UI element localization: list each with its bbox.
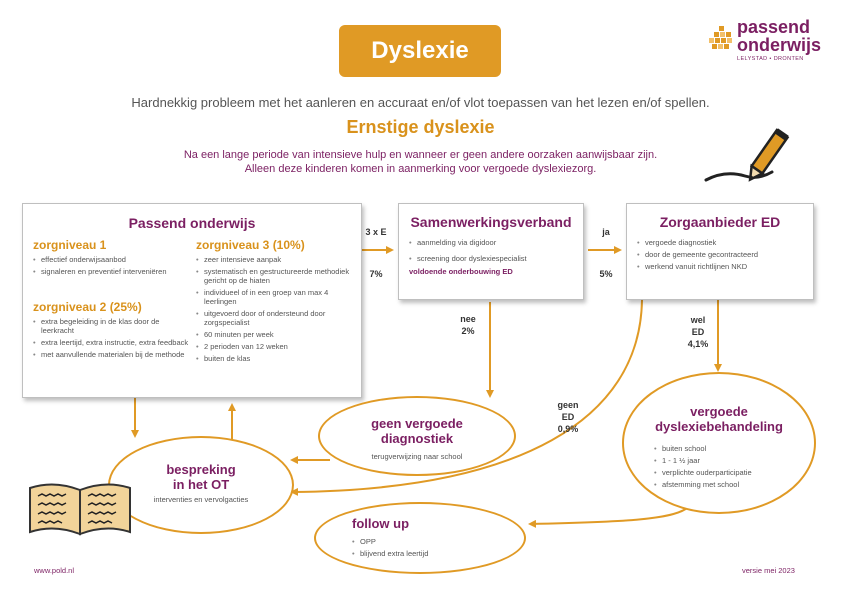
zorgniveau-3-list: zeer intensieve aanpak systematisch en g… [196, 255, 356, 363]
edge-label-line: geen [557, 400, 579, 410]
edge-label-line: nee [460, 314, 476, 324]
logo-text: onderwijs [737, 35, 822, 55]
edge-label-ja: ja [602, 227, 610, 237]
edge-label-7pct: 7% [369, 269, 383, 279]
zorgniveau-3: zorgniveau 3 (10%) zeer intensieve aanpa… [196, 238, 356, 366]
swv-list: aanmelding via digidoor screening door d… [409, 238, 583, 263]
list-item: 60 minuten per week [196, 330, 356, 339]
list-item: buiten de klas [196, 354, 356, 363]
node-title: follow up [352, 516, 410, 531]
fu-list: OPP blijvend extra leertijd [352, 537, 524, 558]
list-item: zeer intensieve aanpak [196, 255, 356, 264]
edge-label-3xe: 3 x E [365, 227, 387, 237]
list-item: blijvend extra leertijd [352, 549, 524, 558]
intro-text: Hardnekkig probleem met het aanleren en … [131, 95, 710, 110]
node-title: diagnostiek [380, 431, 454, 446]
list-item: afstemming met school [654, 480, 814, 489]
list-item: buiten school [654, 444, 814, 453]
passend-title: Passend onderwijs [128, 215, 256, 231]
bespreking-ot-node: bespreking in het OT interventies en ver… [108, 436, 294, 534]
zorgniveau-1-list: effectief onderwijsaanbod signaleren en … [33, 255, 191, 276]
edge-label-line: wel [690, 315, 706, 325]
node-subtext: terugverwijzing naar school [371, 452, 463, 461]
swv-title: Samenwerkingsverband [410, 214, 572, 230]
page-title: Dyslexie [339, 25, 501, 77]
zorgniveau-3-title: zorgniveau 3 (10%) [196, 238, 305, 252]
footer-url[interactable]: www.pold.nl [34, 566, 75, 575]
description: Na een lange periode van intensieve hulp… [0, 148, 841, 176]
list-item: 2 perioden van 12 weken [196, 342, 356, 351]
edge-label-line: ED [691, 327, 705, 337]
logo-subtext: LELYSTAD • DRONTEN [737, 56, 804, 62]
list-item: individueel of in een groep van max 4 le… [196, 288, 356, 306]
list-item: extra leertijd, extra instructie, extra … [33, 338, 191, 347]
list-item: systematisch en gestructureerde methodie… [196, 267, 356, 285]
edge-label-wel-ed: wel ED 4,1% [678, 314, 718, 350]
follow-up-node: follow up OPP blijvend extra leertijd [314, 502, 526, 574]
list-item: werkend vanuit richtlijnen NKD [637, 262, 813, 271]
subtitle: Ernstige dyslexie [346, 117, 495, 137]
list-item: 1 - 1 ½ jaar [654, 456, 814, 465]
description-line: Alleen deze kinderen komen in aanmerking… [244, 163, 597, 175]
logo-text: passend [737, 17, 811, 37]
node-title: bespreking [166, 462, 236, 477]
list-item: effectief onderwijsaanbod [33, 255, 191, 264]
edge-label-geen-ed: geen ED 0,9% [548, 399, 588, 435]
samenwerkingsverband-box: Samenwerkingsverband aanmelding via digi… [398, 203, 584, 300]
list-item: aanmelding via digidoor [409, 238, 583, 247]
footer-version: versie mei 2023 [742, 566, 795, 575]
list-item: OPP [352, 537, 524, 546]
node-subtext: interventies en vervolgacties [153, 495, 249, 504]
geen-vergoede-diagnostiek-node: geen vergoede diagnostiek terugverwijzin… [318, 396, 516, 476]
edge-label-line: ED [561, 412, 575, 422]
node-title: dyslexiebehandeling [655, 419, 783, 434]
passend-onderwijs-box: Passend onderwijs zorgniveau 1 effectief… [22, 203, 362, 398]
edge-label-5pct: 5% [599, 269, 613, 279]
edge-label-line: 0,9% [557, 424, 579, 434]
list-item: screening door dyslexiespecialist [409, 254, 583, 263]
zorgniveau-2-list: extra begeleiding in de klas door de lee… [33, 317, 191, 359]
node-title: geen vergoede [371, 416, 463, 431]
zorgniveau-2: zorgniveau 2 (25%) extra begeleiding in … [33, 300, 191, 362]
zorgniveau-1: zorgniveau 1 effectief onderwijsaanbod s… [33, 238, 191, 279]
list-item: verplichte ouderparticipatie [654, 468, 814, 477]
logo-icon [709, 26, 732, 49]
book-icon [29, 483, 131, 536]
list-item: uitgevoerd door of ondersteund door zorg… [196, 309, 356, 327]
edge-label-line: 4,1% [687, 339, 709, 349]
description-line: Na een lange periode van intensieve hulp… [183, 149, 658, 161]
pencil-icon [704, 128, 790, 182]
zorgniveau-1-title: zorgniveau 1 [33, 238, 107, 252]
edge-label-line: 2% [461, 326, 475, 336]
vergoede-dyslexiebehandeling-node: vergoede dyslexiebehandeling buiten scho… [622, 372, 816, 514]
zorg-title: Zorgaanbieder ED [659, 214, 781, 230]
node-title: in het OT [172, 477, 230, 492]
list-item: extra begeleiding in de klas door de lee… [33, 317, 191, 335]
node-title: vergoede [690, 404, 748, 419]
zorg-list: vergoede diagnostiek door de gemeente ge… [637, 238, 813, 271]
list-item: vergoede diagnostiek [637, 238, 813, 247]
list-item: signaleren en preventief interveniëren [33, 267, 191, 276]
zorgaanbieder-box: Zorgaanbieder ED vergoede diagnostiek do… [626, 203, 814, 300]
vdb-list: buiten school 1 - 1 ½ jaar verplichte ou… [654, 444, 814, 489]
list-item: met aanvullende materialen bij de method… [33, 350, 191, 359]
swv-note: voldoende onderbouwing ED [409, 267, 513, 276]
list-item: door de gemeente gecontracteerd [637, 250, 813, 259]
zorgniveau-2-title: zorgniveau 2 (25%) [33, 300, 142, 314]
edge-label-nee: nee 2% [450, 313, 486, 337]
